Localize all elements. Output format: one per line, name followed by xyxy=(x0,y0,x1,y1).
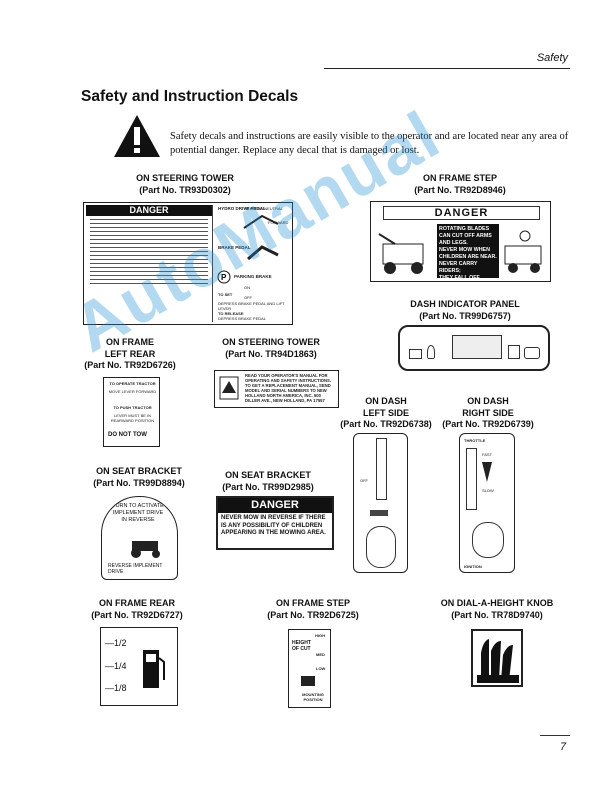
caption-seat-bracket-1: ON SEAT BRACKET (Part No. TR99D8894) xyxy=(93,466,185,488)
throttle-slot xyxy=(466,448,477,510)
decal-dash-panel xyxy=(398,325,550,371)
tractor-icon xyxy=(524,347,540,359)
danger-label: DANGER xyxy=(383,206,540,220)
height-icon xyxy=(301,676,315,686)
battery-icon xyxy=(409,349,422,359)
running-title: Safety xyxy=(536,52,568,64)
switch-recess xyxy=(366,526,396,568)
svg-text:P: P xyxy=(221,273,227,282)
caption-seat-bracket-2: ON SEAT BRACKET (Part No. TR99D2985) xyxy=(222,470,314,492)
caption-frame-left-rear: ON FRAME LEFT REAR (Part No. TR92D6726) xyxy=(84,337,176,370)
caption-steering-tower-2: ON STEERING TOWER (Part No. TR94D1863) xyxy=(222,337,320,359)
fuel-level-half: —1/2 xyxy=(105,638,127,648)
decal-frame-left-rear: TO OPERATE TRACTOR MOVE LEVER FORWARD TO… xyxy=(103,377,160,447)
section-title: Safety and Instruction Decals xyxy=(81,88,299,105)
decal-dash-right: THROTTLE FAST SLOW IGNITION xyxy=(459,433,515,573)
no-riders-icon xyxy=(504,230,542,273)
do-not-tow-label: DO NOT TOW xyxy=(108,432,147,438)
danger-message: ROTATING BLADES CAN CUT OFF ARMS AND LEG… xyxy=(437,224,499,281)
danger-label: DANGER xyxy=(218,498,332,513)
grass-height-icon xyxy=(477,639,519,683)
decal-frame-step-2: HIGH HEIGHT OF CUT MED LOW MOUNTING POSI… xyxy=(288,629,331,708)
page-number: 7 xyxy=(560,741,567,753)
decal-dial-knob xyxy=(471,629,523,687)
mower-blade-icon xyxy=(378,233,424,274)
hydro-pedal-label: HYDRO DRIVE PEDAL xyxy=(218,206,266,211)
fuel-level-eighth: —1/8 xyxy=(105,683,127,693)
decal-frame-rear: —1/2 —1/4 —1/8 xyxy=(100,627,178,706)
caption-frame-step-2: ON FRAME STEP (Part No. TR92D6725) xyxy=(267,598,359,620)
operator-manual-icon xyxy=(219,376,239,400)
footer-rule xyxy=(540,735,570,736)
header-rule xyxy=(324,68,570,69)
warning-triangle-icon xyxy=(114,115,160,157)
brake-pedal-icon xyxy=(247,245,279,261)
decal-seat-bracket-1: TURN TO ACTIVATE IMPLEMENT DRIVE IN REVE… xyxy=(101,496,178,580)
caption-steering-tower-1: ON STEERING TOWER (Part No. TR93D0302) xyxy=(136,173,234,195)
hour-meter-window xyxy=(452,335,502,359)
oil-pressure-icon xyxy=(427,345,435,359)
decal-frame-step-1: DANGER ROTATING BLADES CAN CUT OFF ARMS … xyxy=(370,201,551,282)
pedal-icon xyxy=(243,214,279,229)
decal-seat-bracket-2: DANGER NEVER MOW IN REVERSE IF THERE IS … xyxy=(216,496,334,550)
decal-steering-tower-1: DANGER HYDRO DRIVE PEDAL REVERSE NEUTRAL… xyxy=(83,202,293,325)
parking-brake-icon: P xyxy=(217,270,231,284)
decal-steering-tower-2: READ YOUR OPERATOR'S MANUAL FOR OPERATIN… xyxy=(214,370,339,408)
caption-dash-right: ON DASH RIGHT SIDE (Part No. TR92D6739) xyxy=(442,396,534,429)
choke-slot xyxy=(376,438,387,500)
decal-dash-left: OFF xyxy=(353,433,408,573)
tractor-icon xyxy=(131,541,160,558)
fuel-icon xyxy=(508,345,520,359)
ignition-recess xyxy=(472,522,504,558)
caption-frame-step-1: ON FRAME STEP (Part No. TR92D8946) xyxy=(414,173,506,195)
fuel-level-quarter: —1/4 xyxy=(105,661,127,671)
intro-text: Safety decals and instructions are easil… xyxy=(170,131,569,156)
caption-dash-panel: DASH INDICATOR PANEL (Part No. TR99D6757… xyxy=(410,299,520,321)
caption-dash-left: ON DASH LEFT SIDE (Part No. TR92D6738) xyxy=(340,396,432,429)
caption-frame-rear: ON FRAME REAR (Part No. TR92D6727) xyxy=(91,598,183,620)
fuel-pump-icon xyxy=(143,650,165,688)
danger-text-lines xyxy=(86,219,212,284)
throttle-wedge-icon xyxy=(482,462,492,482)
caption-dial-knob: ON DIAL-A-HEIGHT KNOB (Part No. TR78D974… xyxy=(440,598,554,620)
danger-label: DANGER xyxy=(86,205,212,216)
